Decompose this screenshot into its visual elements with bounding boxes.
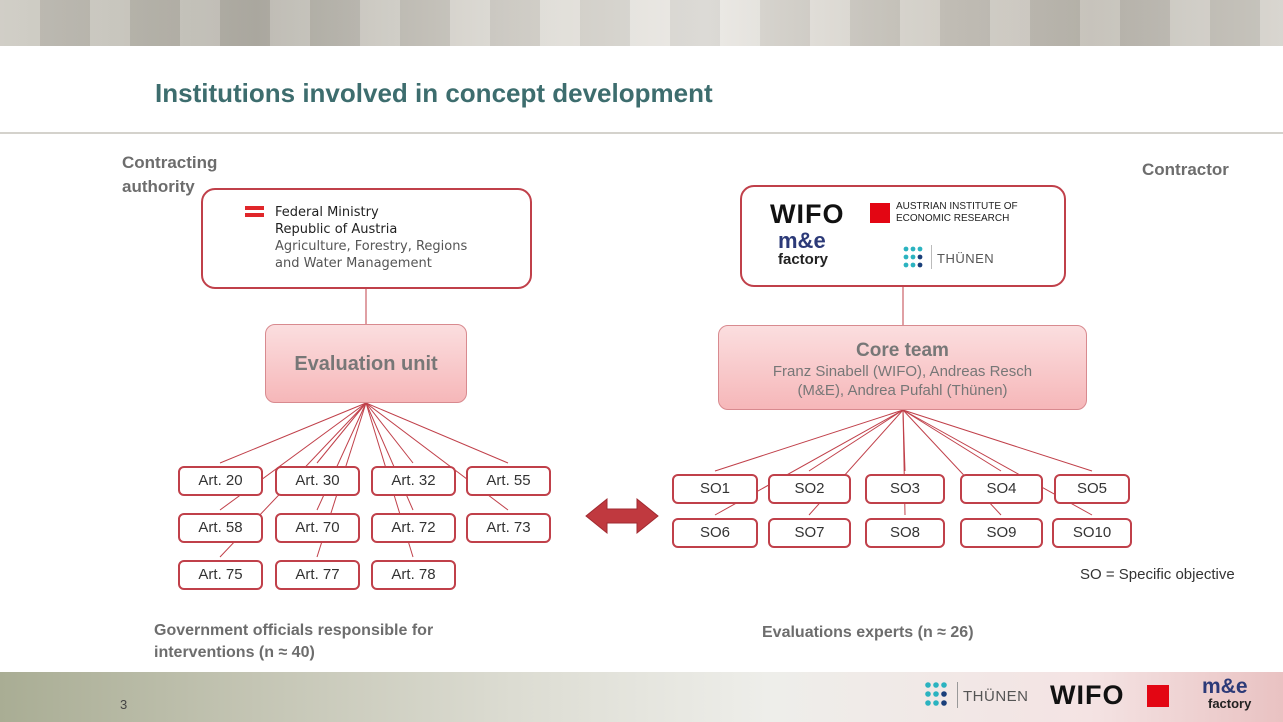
article-box: Art. 30 — [275, 466, 360, 496]
title-separator — [0, 132, 1283, 134]
article-box: Art. 75 — [178, 560, 263, 590]
article-box: Art. 58 — [178, 513, 263, 543]
title-area — [0, 46, 1283, 132]
article-box: Art. 73 — [466, 513, 551, 543]
objective-legend: SO = Specific objective — [1080, 566, 1235, 583]
footer-thuenen-text: THÜNEN — [963, 688, 1029, 705]
objective-box: SO3 — [865, 474, 945, 504]
objective-box: SO7 — [768, 518, 851, 548]
objective-box: SO9 — [960, 518, 1043, 548]
objective-box: SO1 — [672, 474, 758, 504]
footer-wifo-red-square-icon — [1147, 685, 1169, 707]
double-arrow-icon — [585, 497, 659, 535]
ministry-name-line4: and Water Management — [275, 256, 432, 271]
objective-box: SO6 — [672, 518, 758, 548]
objective-box: SO4 — [960, 474, 1043, 504]
logo-divider — [931, 245, 932, 269]
article-box: Art. 20 — [178, 466, 263, 496]
contractor-logos-box: WIFO AUSTRIAN INSTITUTE OF ECONOMIC RESE… — [740, 185, 1066, 287]
core-team-box: Core team Franz Sinabell (WIFO), Andreas… — [718, 325, 1087, 410]
footer-logo-divider — [957, 682, 958, 708]
core-team-title: Core team — [856, 340, 949, 361]
header-photo-band — [0, 0, 1283, 46]
objective-box: SO2 — [768, 474, 851, 504]
austria-flag-icon — [245, 206, 264, 217]
article-box: Art. 70 — [275, 513, 360, 543]
footer-me-factory-logo: m&e factory — [1202, 675, 1252, 711]
article-box: Art. 32 — [371, 466, 456, 496]
page-number: 3 — [120, 697, 128, 712]
ministry-name-line3: Agriculture, Forestry, Regions — [275, 239, 468, 254]
article-box: Art. 78 — [371, 560, 456, 590]
wifo-logo: WIFO — [770, 199, 845, 229]
footer-photo-band — [0, 672, 1283, 722]
thuenen-logo-text: THÜNEN — [937, 251, 995, 266]
ministry-box: Federal Ministry Republic of Austria Agr… — [201, 188, 532, 289]
ministry-name-line1: Federal Ministry — [275, 205, 379, 220]
contracting-authority-label: Contracting authority — [122, 153, 218, 196]
me-factory-logo: m&e factory — [778, 228, 829, 269]
footer-wifo-logo: WIFO — [1050, 680, 1125, 710]
article-box: Art. 55 — [466, 466, 551, 496]
wifo-subtitle: AUSTRIAN INSTITUTE OF ECONOMIC RESEARCH — [896, 201, 1018, 224]
footer-thuenen-dots-icon — [923, 680, 955, 710]
thuenen-dots-icon — [902, 245, 930, 271]
wifo-red-square-icon — [870, 203, 890, 223]
core-team-members-line2: (M&E), Andrea Pufahl (Thünen) — [797, 382, 1008, 399]
objective-box: SO8 — [865, 518, 945, 548]
left-caption: Government officials responsible for int… — [154, 622, 434, 661]
slide-title: Institutions involved in concept develop… — [155, 78, 713, 108]
evaluation-unit-box: Evaluation unit — [265, 324, 467, 403]
article-box: Art. 72 — [371, 513, 456, 543]
contractor-label: Contractor — [1142, 160, 1229, 179]
right-caption: Evaluations experts (n ≈ 26) — [762, 624, 974, 641]
article-box: Art. 77 — [275, 560, 360, 590]
core-team-members-line1: Franz Sinabell (WIFO), Andreas Resch — [772, 363, 1033, 380]
objective-box: SO10 — [1052, 518, 1132, 548]
ministry-name-line2: Republic of Austria — [275, 222, 398, 237]
objective-box: SO5 — [1054, 474, 1130, 504]
